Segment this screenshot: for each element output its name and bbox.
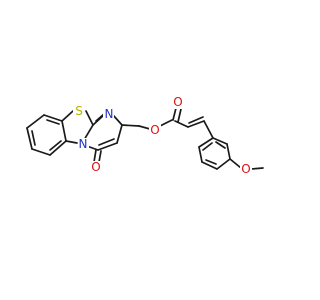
bond-double-inner xyxy=(95,113,105,122)
bond xyxy=(61,110,74,122)
bond xyxy=(93,149,97,163)
atom-oxygen-carbonyl: O xyxy=(91,160,100,174)
bond xyxy=(201,161,218,170)
bond-double-inner xyxy=(31,130,36,146)
bond xyxy=(226,143,231,160)
bond xyxy=(31,148,51,156)
bond xyxy=(216,158,231,170)
bond xyxy=(174,120,189,128)
bond xyxy=(26,114,45,129)
bond xyxy=(26,127,33,150)
bond-layer xyxy=(26,107,264,170)
bond-double-inner xyxy=(46,119,60,125)
bond xyxy=(198,137,214,148)
bond xyxy=(83,124,94,141)
bond xyxy=(85,110,94,126)
bond-double-inner xyxy=(188,116,204,124)
bond xyxy=(212,137,228,145)
bond xyxy=(61,120,67,142)
bond xyxy=(159,119,173,127)
bond xyxy=(98,150,102,163)
bond-double-inner xyxy=(215,141,226,149)
bond-double-inner xyxy=(98,138,115,146)
bond xyxy=(97,142,118,151)
bond xyxy=(65,140,78,144)
bond xyxy=(187,120,205,128)
bond xyxy=(229,158,242,169)
atom-nitrogen-fused: N xyxy=(79,137,88,151)
bond xyxy=(116,124,123,144)
bond-double-inner xyxy=(202,142,213,151)
bond-double-inner xyxy=(205,159,217,165)
bond xyxy=(112,114,123,126)
atom-oxygen-ester-carbonyl: O xyxy=(173,95,182,109)
bond-double-inner xyxy=(49,140,62,151)
bond xyxy=(250,167,264,170)
bond xyxy=(49,140,67,156)
bond xyxy=(121,124,140,127)
atom-oxygen-ester: O xyxy=(150,123,159,137)
bond xyxy=(177,108,182,123)
bond xyxy=(138,125,151,130)
atom-oxygen-methoxy: O xyxy=(241,162,250,176)
bond xyxy=(203,120,214,139)
atom-label-layer: S N N O O O O xyxy=(73,95,252,176)
bond xyxy=(172,107,177,121)
bond xyxy=(198,146,203,163)
atom-nitrogen-ring: N xyxy=(105,107,114,121)
molecule-structure: S N N O O O O xyxy=(26,95,264,176)
bond xyxy=(43,114,63,122)
atom-sulfur: S xyxy=(75,104,83,118)
